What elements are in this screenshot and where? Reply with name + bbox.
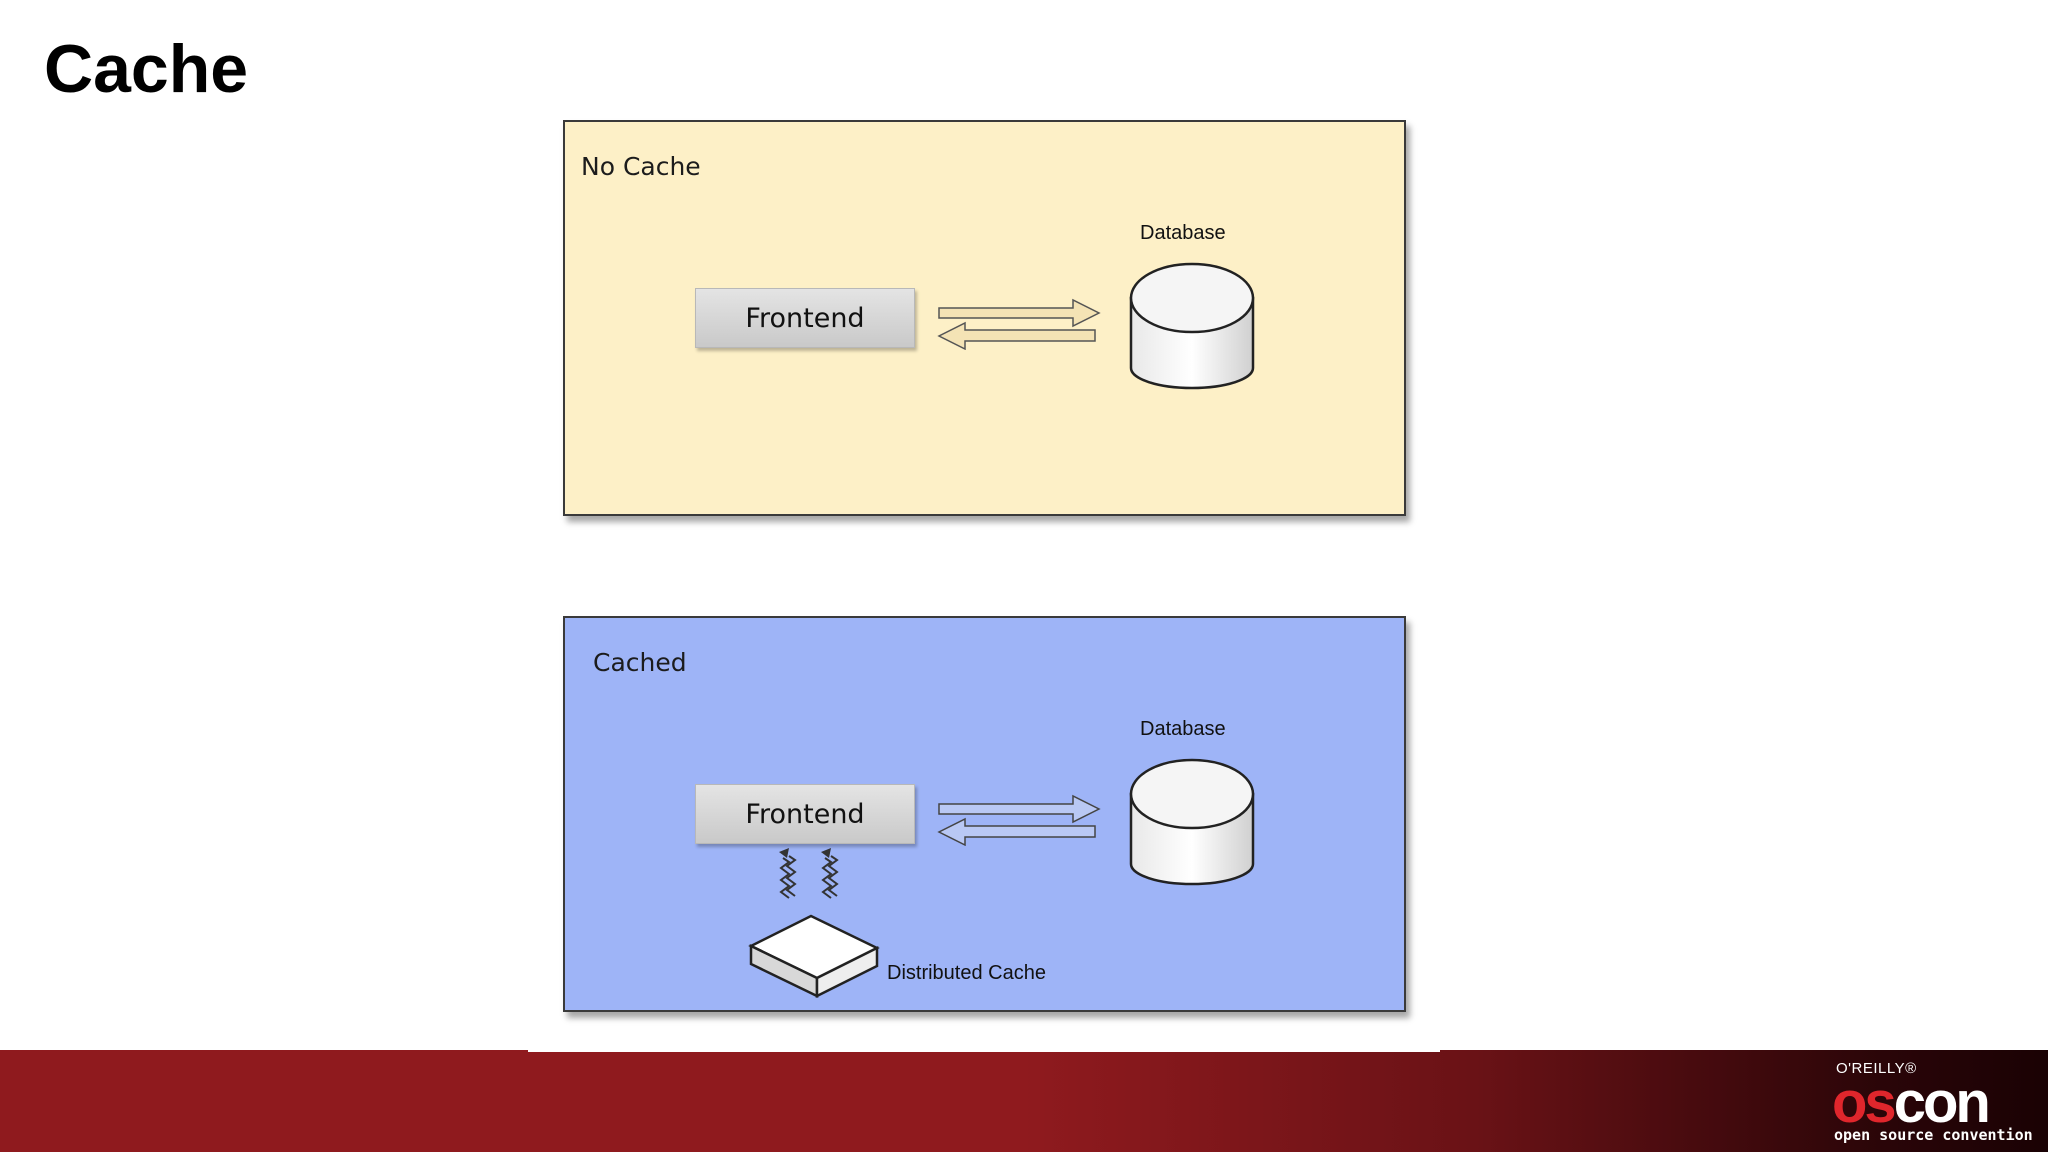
publisher-logo-text: O'REILLY® [1836,1060,1917,1077]
database-label: Database [1140,718,1226,740]
database-icon [1129,758,1255,886]
cached-panel: Cached Frontend Database Distrib [563,616,1406,1012]
request-response-arrows-icon [937,794,1101,846]
database-label: Database [1140,222,1226,244]
distributed-cache-icon [748,848,880,998]
conference-logo: oscon [1832,1074,1991,1132]
distributed-cache-label: Distributed Cache [887,962,1046,984]
request-response-arrows-icon [937,298,1101,350]
database-icon [1129,262,1255,390]
footer-bar [0,1050,2048,1152]
logo-os-text: os [1832,1070,1897,1135]
logo-con-text: con [1893,1070,1991,1135]
no-cache-panel: No Cache Frontend Database [563,120,1406,516]
cached-label: Cached [593,648,687,677]
no-cache-label: No Cache [581,152,701,181]
slide-title: Cache [44,31,249,107]
frontend-box: Frontend [695,288,915,348]
footer-divider [528,1049,1440,1052]
frontend-box: Frontend [695,784,915,844]
logo-tagline: open source convention [1834,1126,2033,1144]
